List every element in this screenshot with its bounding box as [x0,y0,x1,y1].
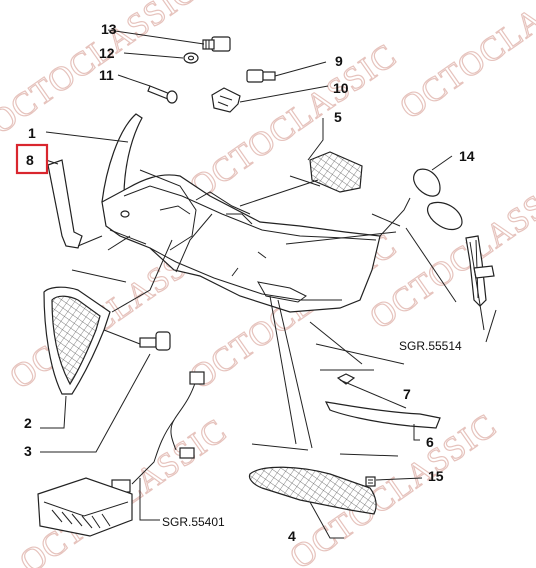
callout-13: 13 [101,21,117,37]
front-bumper-1 [101,113,381,313]
callout-12: 12 [99,45,115,61]
bolt-9 [246,69,276,83]
bracket-8 [47,159,83,249]
callout-3: 3 [24,443,32,459]
grille-insert-5 [309,151,363,193]
ref-headlamp-washer: SGR.55514 [399,339,462,353]
lower-grille-4 [248,466,377,515]
callout-4: 4 [288,528,296,544]
leader-lines [40,29,497,539]
washer-12 [183,52,199,64]
callout-11: 11 [99,67,114,83]
ref-fog-lamp: SGR.55401 [162,515,225,529]
watermark-2: OCTOCLASSIC [183,37,403,207]
callout-7: 7 [403,386,411,402]
fog-grille-2 [43,286,111,395]
moulding-6 [324,401,441,429]
clip-15 [365,476,376,487]
callout-15: 15 [428,468,444,484]
callout-2: 2 [24,415,32,431]
washer-cover-14 [413,168,441,197]
callout-5: 5 [334,109,342,125]
bolt-13 [202,36,231,52]
watermark-3: OCTOCLASSIC [393,0,536,127]
screw-11 [147,85,178,104]
callout-8: 8 [26,152,34,168]
callout-6: 6 [426,434,434,450]
callout-1: 1 [28,125,36,141]
fog-lamp-harness [37,371,205,537]
bolt-3 [139,331,171,351]
badge-7 [336,373,356,385]
callout-10: 10 [333,80,349,96]
callout-14: 14 [459,148,475,164]
callout-labels: 13 12 11 9 10 5 1 8 14 SGR.55514 7 6 2 3… [15,21,475,544]
highlight-box [15,143,49,175]
clip-10 [211,87,241,113]
callout-9: 9 [335,53,343,69]
